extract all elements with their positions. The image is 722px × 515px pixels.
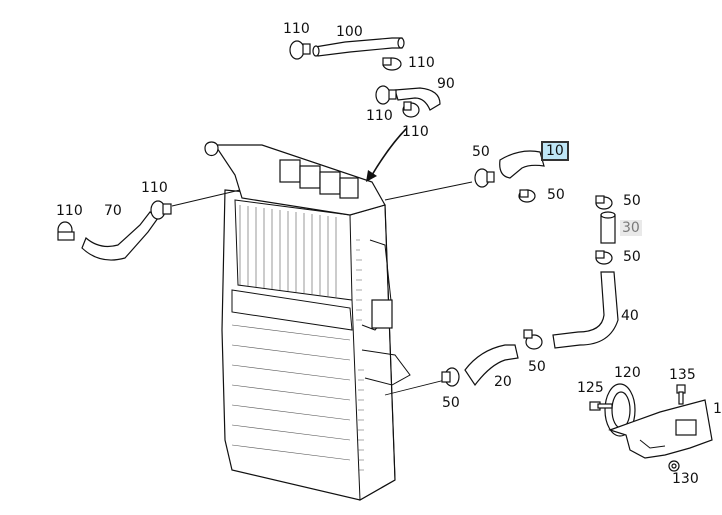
clamp-50-a <box>474 168 495 188</box>
label-20: 20 <box>494 374 512 390</box>
label-70: 70 <box>104 203 122 219</box>
label-130: 130 <box>672 471 699 487</box>
clamp-50-d <box>595 250 613 265</box>
connector-30 <box>600 211 616 244</box>
clamp-110-d <box>402 101 420 118</box>
nut-130 <box>668 460 680 472</box>
label-110: 110 <box>402 124 429 140</box>
label-40: 40 <box>621 308 639 324</box>
label-135: 135 <box>669 367 696 383</box>
pointer-arrow <box>366 127 408 182</box>
clamp-110-a <box>289 40 311 60</box>
label-10-highlighted[interactable]: 10 <box>541 141 569 161</box>
label-50: 50 <box>623 193 641 209</box>
clamp-110-c <box>375 85 397 105</box>
hose-40 <box>552 271 619 349</box>
bolt-125 <box>589 401 613 411</box>
label-110: 110 <box>283 21 310 37</box>
label-50: 50 <box>442 395 460 411</box>
label-90: 90 <box>437 76 455 92</box>
clamp-110-f <box>150 200 172 220</box>
label-50: 50 <box>528 359 546 375</box>
label-110: 110 <box>141 180 168 196</box>
bracket-120 <box>604 383 713 459</box>
hose-100 <box>312 37 405 57</box>
clamp-50-b <box>518 189 536 203</box>
label-110: 110 <box>366 108 393 124</box>
label-110: 110 <box>56 203 83 219</box>
radiator-fins <box>231 205 351 461</box>
clamp-50-c <box>595 195 613 210</box>
label-120: 120 <box>614 365 641 381</box>
label-50: 50 <box>472 144 490 160</box>
label-100: 100 <box>336 24 363 40</box>
label-1-partial: 1 <box>713 401 722 417</box>
clamp-50-e <box>523 329 543 350</box>
label-125: 125 <box>577 380 604 396</box>
label-110: 110 <box>408 55 435 71</box>
radiator <box>221 189 411 501</box>
hose-10 <box>499 150 545 179</box>
label-30: 30 <box>620 220 642 236</box>
hose-90 <box>394 87 441 111</box>
radiator-top-tank <box>204 141 386 216</box>
hose-70 <box>81 211 159 261</box>
clamp-110-b <box>382 57 402 71</box>
clamp-50-f <box>441 367 460 387</box>
bolt-135 <box>676 384 686 405</box>
label-50: 50 <box>547 187 565 203</box>
hose-20 <box>464 344 519 387</box>
label-50: 50 <box>623 249 641 265</box>
clamp-110-e <box>57 221 75 241</box>
